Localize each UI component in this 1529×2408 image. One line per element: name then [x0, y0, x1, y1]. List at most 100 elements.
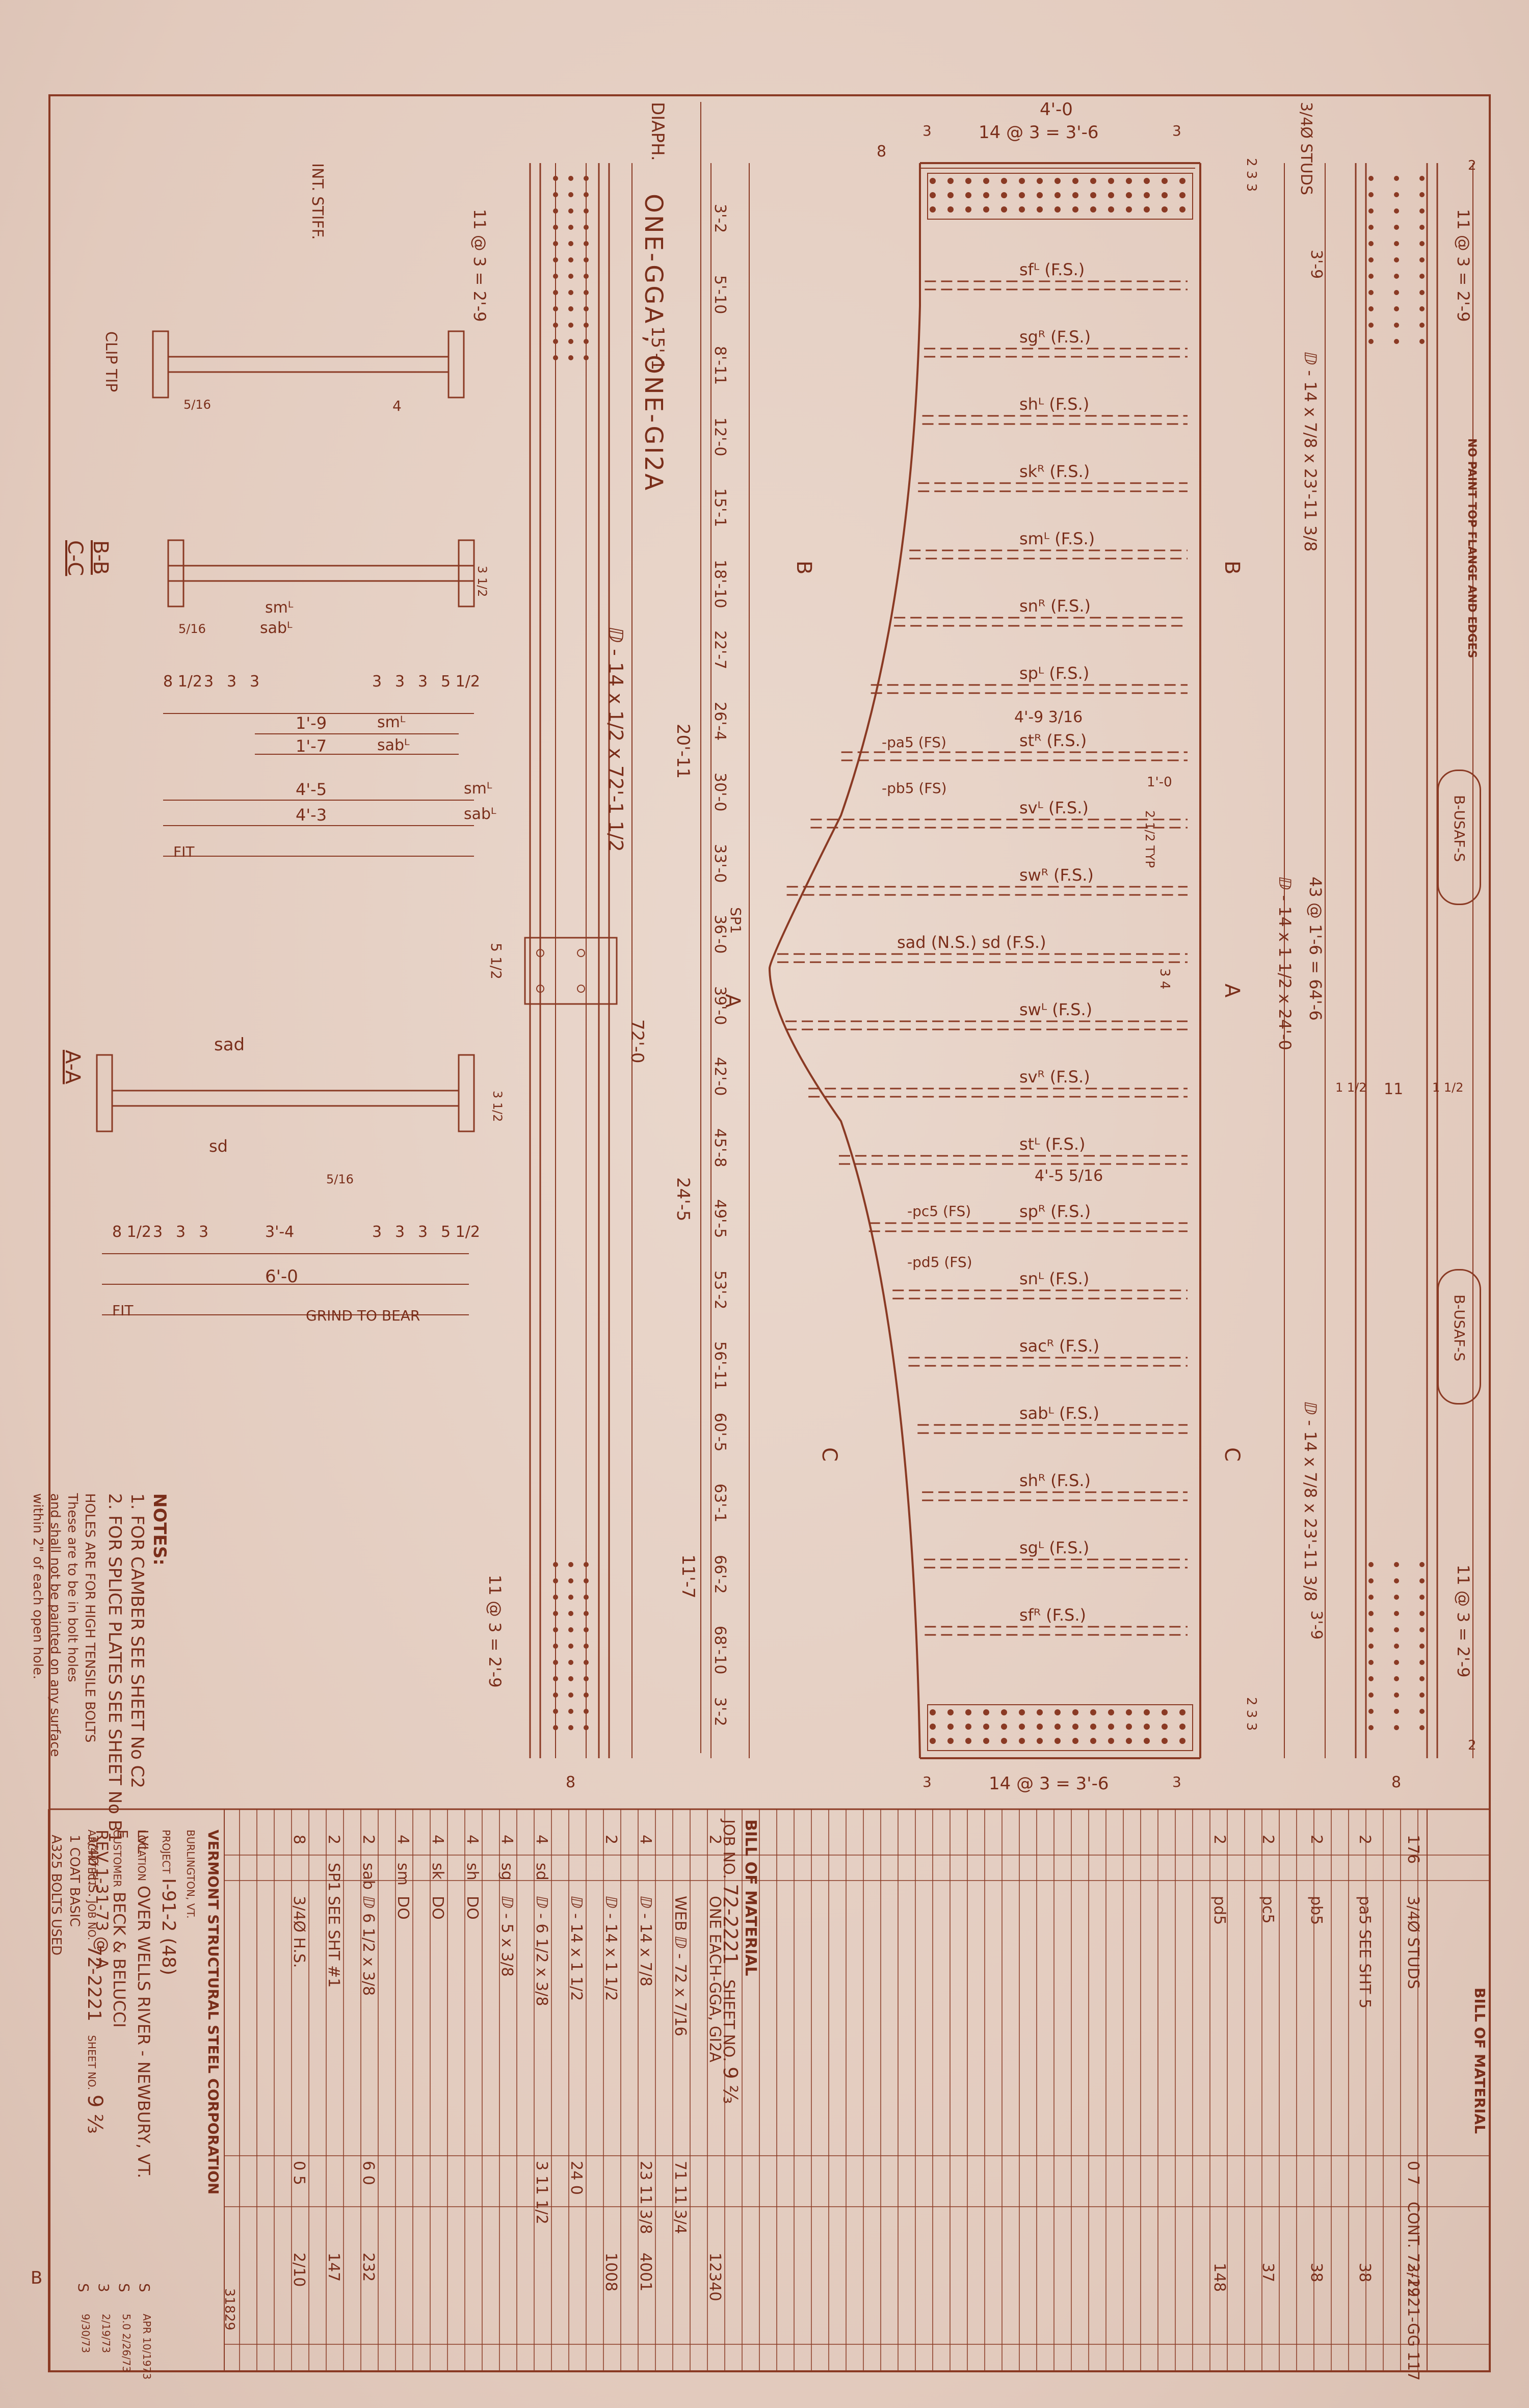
stud: [1090, 1724, 1096, 1730]
group-dim: 11'-7: [678, 1554, 698, 1599]
dim-4-5-sm: smᴸ: [464, 780, 492, 798]
bolt-hole: [584, 225, 589, 230]
dim-1-9: 1'-9: [296, 713, 327, 733]
stud: [947, 1709, 954, 1715]
bom-right-desc: 3/4Ø STUDS: [1404, 1896, 1422, 1989]
bolt-hole: [1419, 290, 1425, 295]
stud: [983, 1724, 989, 1730]
dim-4-3-sab: sabᴸ: [464, 805, 496, 823]
right-two-top: 2: [1468, 158, 1477, 173]
stud: [1055, 192, 1061, 198]
bom-qty: 4: [637, 1835, 654, 1845]
bolt-hole: [568, 257, 573, 262]
stud: [1037, 1724, 1043, 1730]
station-dim: 33'-0: [711, 843, 729, 883]
sab-label: sabᴸ: [260, 619, 293, 637]
note-line-2: 2. FOR SPLICE PLATES SEE SHEET No B1: [104, 1493, 125, 1843]
stiffener-label: svᴿ (F.S.): [1019, 1067, 1090, 1087]
stud: [1108, 178, 1114, 184]
stud: [1108, 1738, 1114, 1744]
bolt-hole: [1394, 339, 1399, 344]
stud: [1144, 192, 1150, 198]
bolt-hole: [1368, 323, 1374, 328]
overall-width: 4'-0: [1040, 99, 1073, 120]
bom-desc: DO: [463, 1896, 481, 1920]
stud: [1144, 206, 1150, 213]
bolts-used: A325 BOLTS USED: [48, 1835, 64, 1956]
bom-right-desc: pa5 SEE SHT 5: [1356, 1896, 1374, 2009]
top-flange-left: 11 @ 3 = 2'-9: [470, 209, 489, 322]
top-spacing: 14 @ 3 = 3'-6: [979, 122, 1099, 143]
station-dim: 66'-2: [711, 1554, 729, 1594]
stud: [930, 206, 936, 213]
group-dim: 72'-0: [627, 1019, 647, 1064]
dim-4-5: 4'-5 5/16: [1035, 1167, 1103, 1185]
bolt-hole: [568, 306, 573, 311]
bolt-hole: [584, 274, 589, 279]
stud: [1019, 1709, 1025, 1715]
stud: [1126, 1709, 1132, 1715]
bom-wt: 232: [359, 2253, 377, 2282]
bolt-hole: [1368, 290, 1374, 295]
bolt-hole: [553, 1644, 558, 1649]
bolt-hole: [1419, 208, 1425, 214]
bom-mark: sab: [359, 1863, 377, 1890]
sad-label: sad: [214, 1035, 245, 1055]
stud: [1001, 1738, 1007, 1744]
bolt-hole: [1419, 1562, 1425, 1567]
bolt-hole: [584, 241, 589, 246]
bolt-hole: [553, 274, 558, 279]
bolt-hole: [568, 1644, 573, 1649]
bom-right-wt: 148: [1210, 2263, 1228, 2292]
stud: [1126, 1724, 1132, 1730]
edge-dim-bottom-right: 3: [1172, 1774, 1181, 1790]
bolt-hole: [1394, 192, 1399, 197]
bolt-hole: [568, 290, 573, 295]
right-side-1: 1 1/2: [1335, 1080, 1367, 1095]
half-dim-aa: 3 1/2: [490, 1091, 505, 1122]
general-notes: NOTES: 1. FOR CAMBER SEE SHEET No C2 2. …: [29, 1493, 171, 1843]
bolt-hole: [1394, 323, 1399, 328]
stud: [1037, 1709, 1043, 1715]
bolt-hole: [553, 323, 558, 328]
bolt-hole: [568, 208, 573, 214]
stiffener-label: snᴿ (F.S.): [1019, 596, 1091, 616]
bolt-hole: [553, 225, 558, 230]
stud: [947, 178, 954, 184]
bolt-hole: [1419, 1692, 1425, 1698]
bb-dim: 3: [395, 673, 405, 691]
weld-note-top: B-USAF-S: [1451, 795, 1468, 862]
bb-dim: 3: [418, 673, 428, 691]
bolt-hole: [584, 1676, 589, 1681]
left-top-dim: 8: [877, 143, 887, 161]
stud: [1019, 192, 1025, 198]
bolt-hole: [553, 290, 558, 295]
top-flange-note: NO PAINT TOP FLANGE AND EDGES: [1465, 438, 1478, 658]
print-date: APR 10/1973: [141, 2314, 153, 2380]
dim-4-9: 4'-9 3/16: [1014, 708, 1083, 726]
stud: [1037, 206, 1043, 213]
bom-right-desc: pb5: [1307, 1896, 1325, 1925]
right-edge-dims: 2 3 3: [1244, 158, 1259, 192]
right-dim-3-9: 3'-9: [1307, 250, 1325, 279]
stud: [1144, 1709, 1150, 1715]
stud: [1072, 206, 1078, 213]
stud: [1019, 206, 1025, 213]
edge-dim-top-right: 3: [1172, 122, 1181, 139]
bolt-hole: [1368, 1578, 1374, 1583]
bom-desc: ⅅ 6 1/2 x 3/8: [359, 1896, 377, 1996]
checked-by: E: [114, 1830, 131, 1839]
bom-desc: ⅅ - 5 x 3/8: [498, 1896, 516, 1977]
bottom-spacing: 14 @ 3 = 3'-6: [989, 1774, 1109, 1794]
bom-len: 23 11 3/8: [637, 2161, 654, 2234]
bolt-hole: [568, 1578, 573, 1583]
splice-bolt: [577, 949, 585, 957]
bolt-hole: [1368, 1627, 1374, 1632]
station-dim: 30'-0: [711, 773, 729, 812]
station-dim: 36'-0: [711, 915, 729, 954]
project-row: PROJECT I-91-2 (48): [158, 1830, 179, 1975]
bolt-hole: [553, 1595, 558, 1600]
bolt-hole: [584, 355, 589, 360]
bolt-hole: [553, 355, 558, 360]
